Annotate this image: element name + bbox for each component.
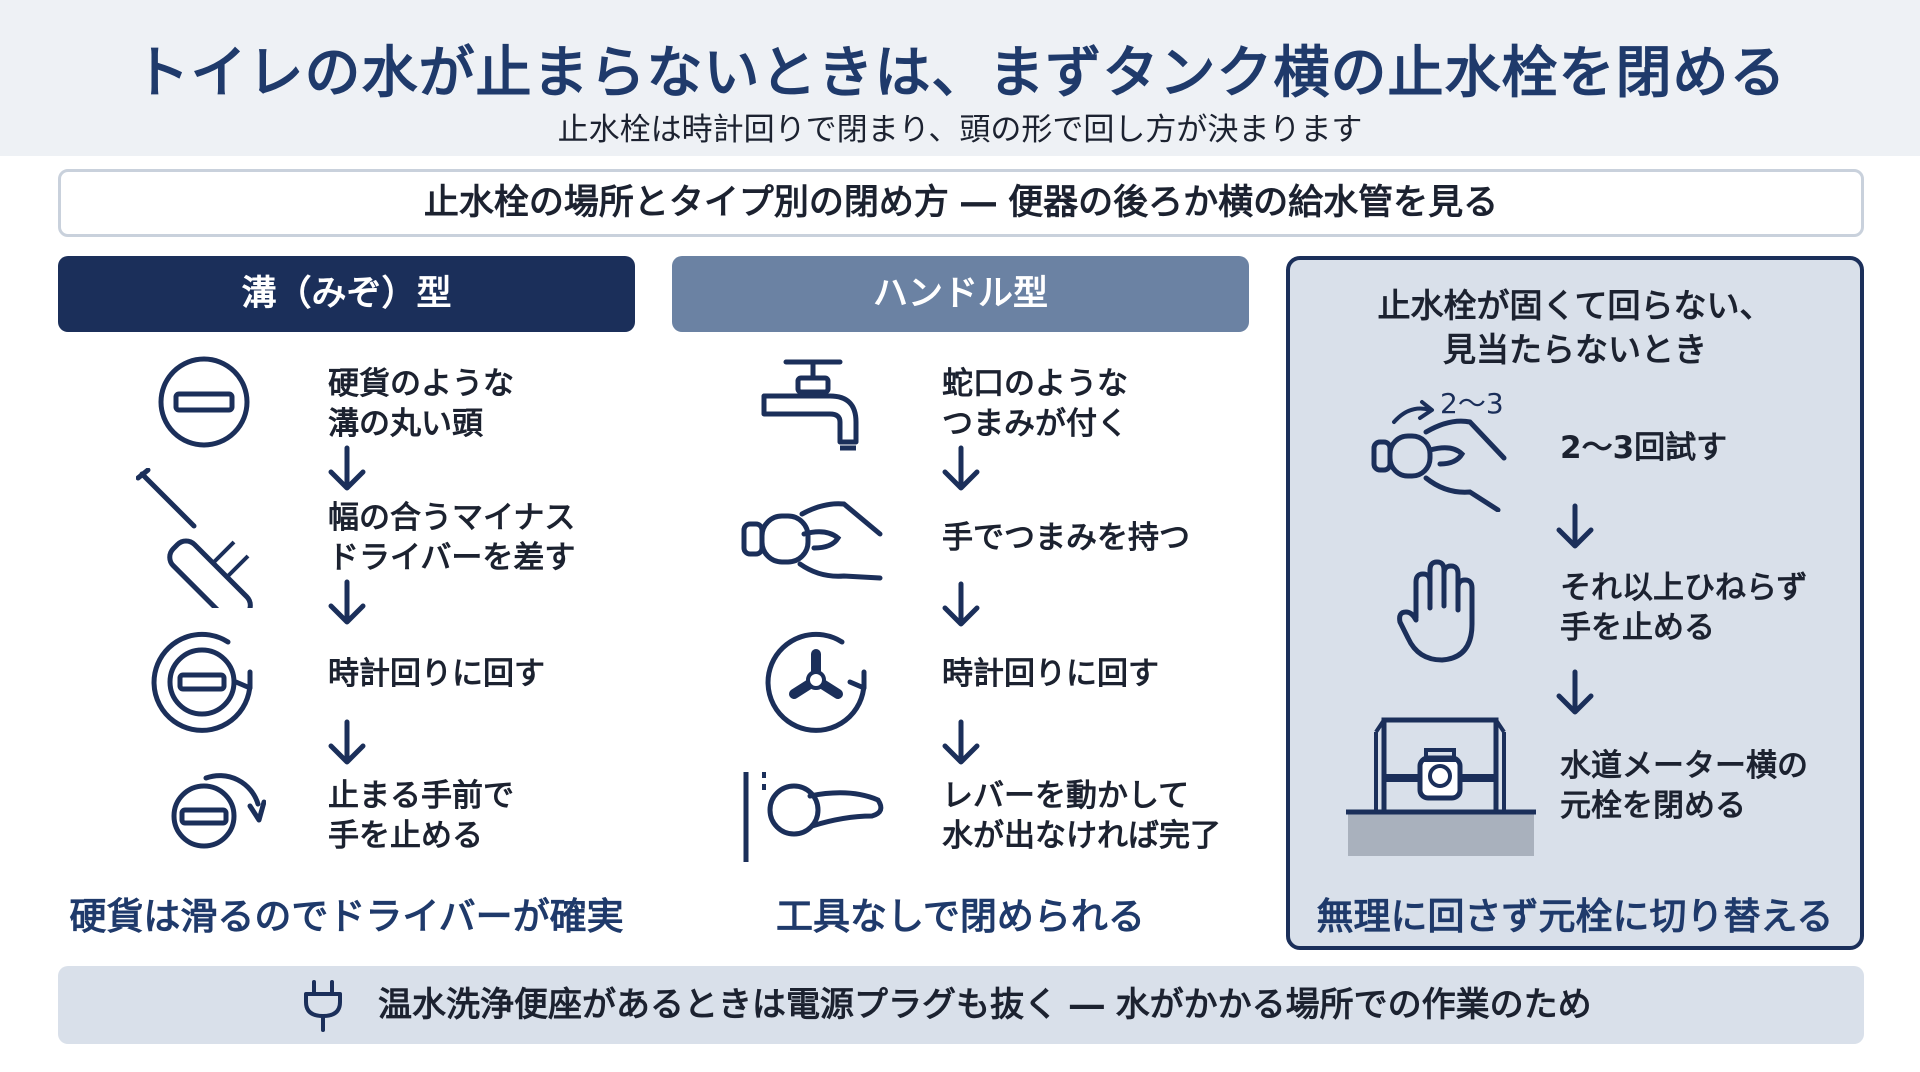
rotate-clockwise-icon <box>151 631 253 733</box>
stop-hand-icon <box>1397 559 1475 663</box>
arrow-down-icon <box>328 579 366 625</box>
bottom-note-bar: 温水洗浄便座があるときは電源プラグも抜く ― 水がかかる場所での作業のため <box>58 966 1864 1044</box>
handle-step-4: レバーを動かして水が出なければ完了 <box>942 778 1221 854</box>
turn-hand-icon <box>1371 400 1507 512</box>
lever-handle-icon <box>743 772 884 862</box>
groove-step-1: 硬貨のような溝の丸い頭 <box>328 366 514 442</box>
power-plug-icon <box>304 980 342 1032</box>
page-subtitle: 止水栓は時計回りで閉まり、頭の形で回し方が決まります <box>557 112 1363 148</box>
page-title: トイレの水が止まらないときは、まずタンク横の止水栓を閉める <box>133 41 1787 106</box>
stuck-step-1: 2〜3回試す <box>1560 430 1728 466</box>
turns-label: 2〜3 <box>1440 387 1504 420</box>
faucet-icon <box>761 359 859 451</box>
arrow-down-icon <box>942 719 980 765</box>
handle-step-2: 手でつまみを持つ <box>942 520 1190 556</box>
groove-type-heading: 溝（みぞ）型 <box>58 256 635 332</box>
hand-grip-icon <box>741 501 883 581</box>
arrow-down-icon <box>1556 503 1594 549</box>
handle-note: 工具なしで閉められる <box>776 895 1145 938</box>
handle-step-3: 時計回りに回す <box>942 656 1159 692</box>
rotate-partial-icon <box>171 773 266 849</box>
arrow-down-icon <box>1556 669 1594 715</box>
screwdriver-icon <box>136 468 253 608</box>
groove-step-3: 時計回りに回す <box>328 656 545 692</box>
handle-step-1: 蛇口のようなつまみが付く <box>942 366 1128 442</box>
groove-note: 硬貨は滑るのでドライバーが確実 <box>69 895 624 938</box>
stuck-step-3: 水道メーター横の元栓を閉める <box>1560 748 1808 824</box>
stuck-note: 無理に回さず元栓に切り替える <box>1316 895 1834 938</box>
water-meter-icon <box>1346 717 1536 856</box>
location-bar: 止水栓の場所とタイプ別の閉め方 ― 便器の後ろか横の給水管を見る <box>58 169 1864 237</box>
groove-step-4: 止まる手前で手を止める <box>328 778 514 854</box>
stuck-step-2: それ以上ひねらず手を止める <box>1560 570 1808 646</box>
stuck-panel-title: 止水栓が固くて回らない、見当たらないとき <box>1377 286 1773 369</box>
bottom-note-text: 温水洗浄便座があるときは電源プラグも抜く ― 水がかかる場所での作業のため <box>378 985 1592 1025</box>
arrow-down-icon <box>942 445 980 491</box>
coin-slot-icon <box>158 356 250 448</box>
handle-type-heading: ハンドル型 <box>672 256 1249 332</box>
arrow-down-icon <box>942 581 980 627</box>
arrow-down-icon <box>328 719 366 765</box>
rotate-handle-icon <box>765 631 867 733</box>
header: トイレの水が止まらないときは、まずタンク横の止水栓を閉める 止水栓は時計回りで閉… <box>0 0 1920 156</box>
arrow-down-icon <box>328 445 366 491</box>
groove-step-2: 幅の合うマイナスドライバーを差す <box>328 500 576 576</box>
